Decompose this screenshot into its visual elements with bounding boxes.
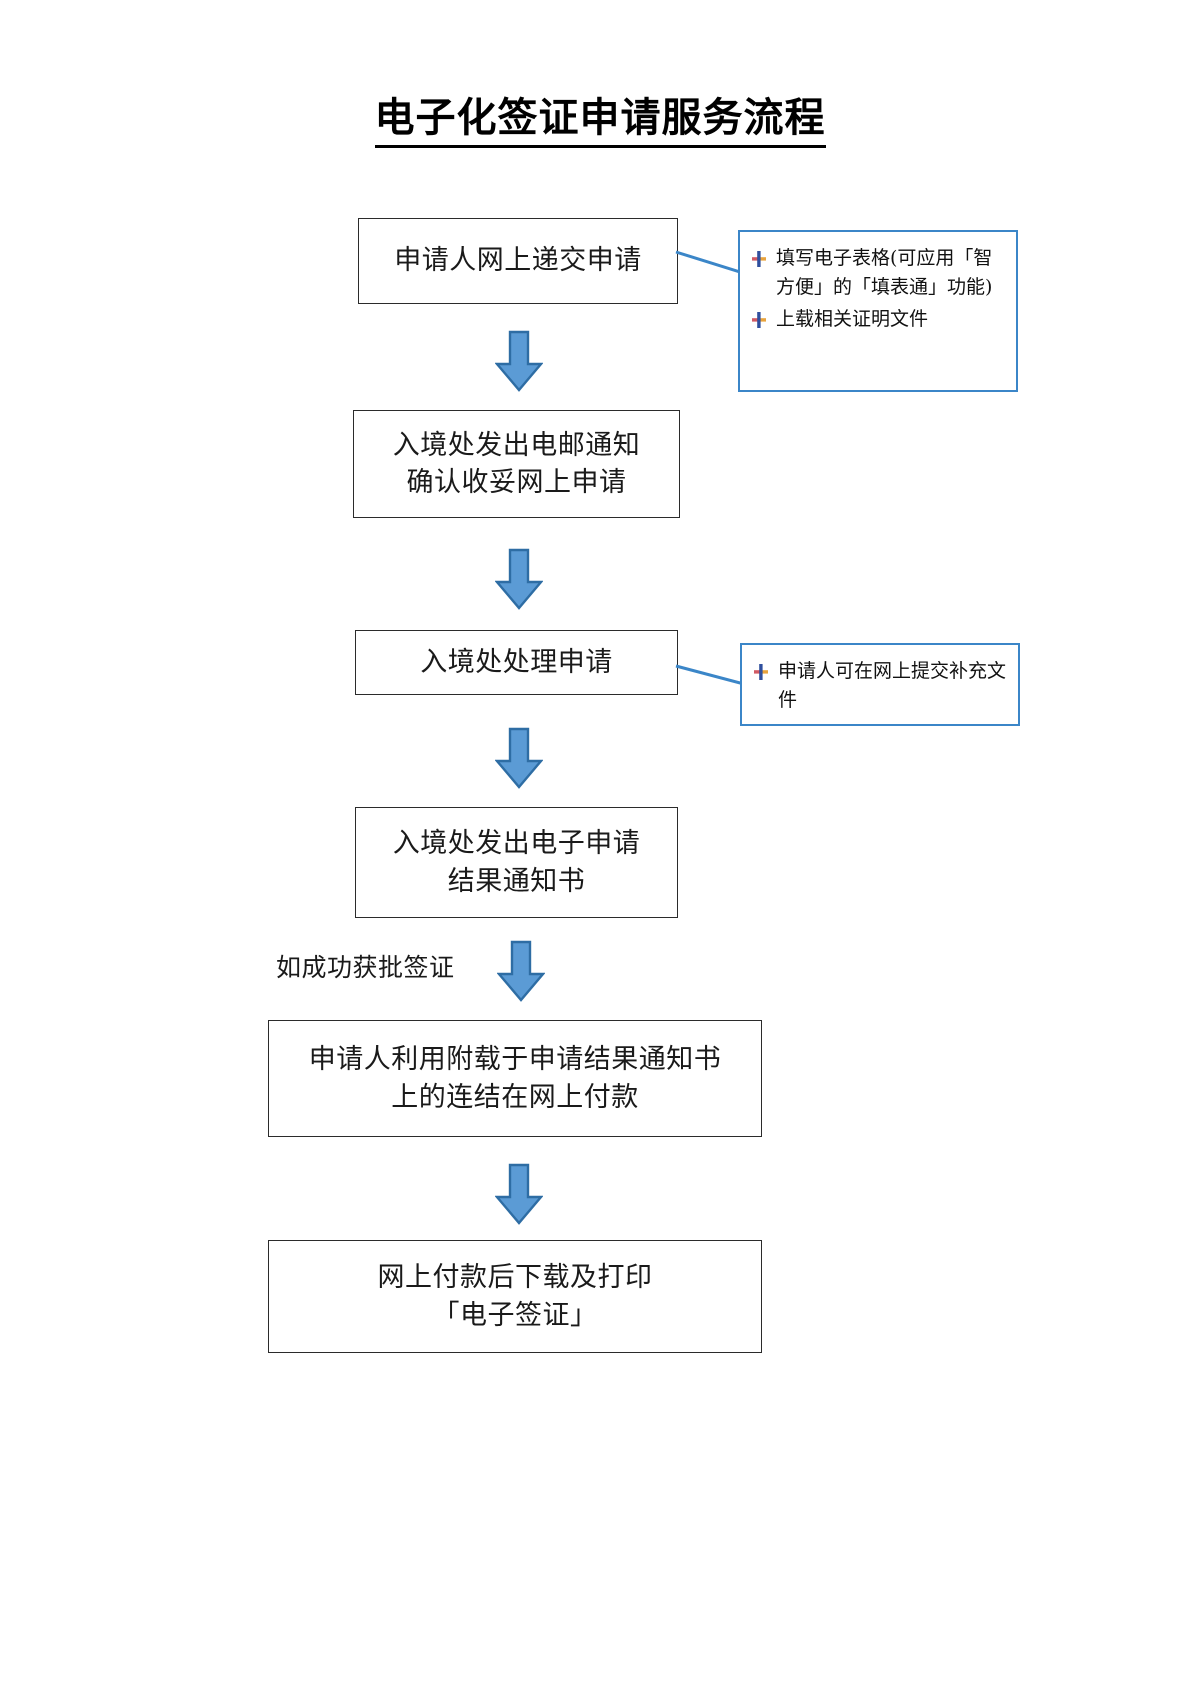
page-title-text: 电子化签证申请服务流程 <box>374 94 826 148</box>
note-1-item-2-text: 上载相关证明文件 <box>776 307 929 330</box>
flow-step-3: 入境处处理申请 <box>355 630 678 695</box>
note-1-item-1-text: 填写电子表格(可应用「智方便」的「填表通」功能) <box>776 247 993 299</box>
flow-arrow-4 <box>497 940 545 1002</box>
flow-step-4: 入境处发出电子申请 结果通知书 <box>355 807 678 918</box>
note-2-item-1: 申请人可在网上提交补充文件 <box>752 657 1006 716</box>
note-1: 填写电子表格(可应用「智方便」的「填表通」功能) 上载相关证明文件 <box>738 230 1018 392</box>
flow-step-2: 入境处发出电邮通知 确认收妥网上申请 <box>353 410 680 518</box>
flow-arrow-5 <box>495 1163 543 1225</box>
note-2-item-1-text: 申请人可在网上提交补充文件 <box>778 660 1007 712</box>
flow-arrow-2 <box>495 548 543 610</box>
cross-bullet-icon <box>754 664 768 680</box>
flow-step-6-label: 网上付款后下载及打印 「电子签证」 <box>377 1262 653 1331</box>
flow-step-1-label: 申请人网上递交申请 <box>394 245 642 277</box>
connector-label-approved: 如成功获批签证 <box>276 953 455 982</box>
flow-step-1: 申请人网上递交申请 <box>358 218 678 304</box>
flow-step-6: 网上付款后下载及打印 「电子签证」 <box>268 1240 762 1353</box>
flow-step-4-label: 入境处发出电子申请 结果通知书 <box>392 828 641 897</box>
flow-step-2-label: 入境处发出电邮通知 确认收妥网上申请 <box>392 429 641 498</box>
flow-arrow-3 <box>495 727 543 789</box>
cross-bullet-icon <box>752 251 766 267</box>
note-1-item-1: 填写电子表格(可应用「智方便」的「填表通」功能) <box>750 244 1004 303</box>
cross-bullet-icon <box>752 311 766 328</box>
flow-step-5-label: 申请人利用附载于申请结果通知书 上的连结在网上付款 <box>308 1044 722 1113</box>
note-1-item-2: 上载相关证明文件 <box>750 305 1004 334</box>
note-2: 申请人可在网上提交补充文件 <box>740 643 1020 726</box>
flow-step-5: 申请人利用附载于申请结果通知书 上的连结在网上付款 <box>268 1020 762 1137</box>
flow-arrow-1 <box>495 330 543 392</box>
page-title: 电子化签证申请服务流程 <box>0 94 1200 148</box>
flow-step-3-label: 入境处处理申请 <box>420 646 613 678</box>
